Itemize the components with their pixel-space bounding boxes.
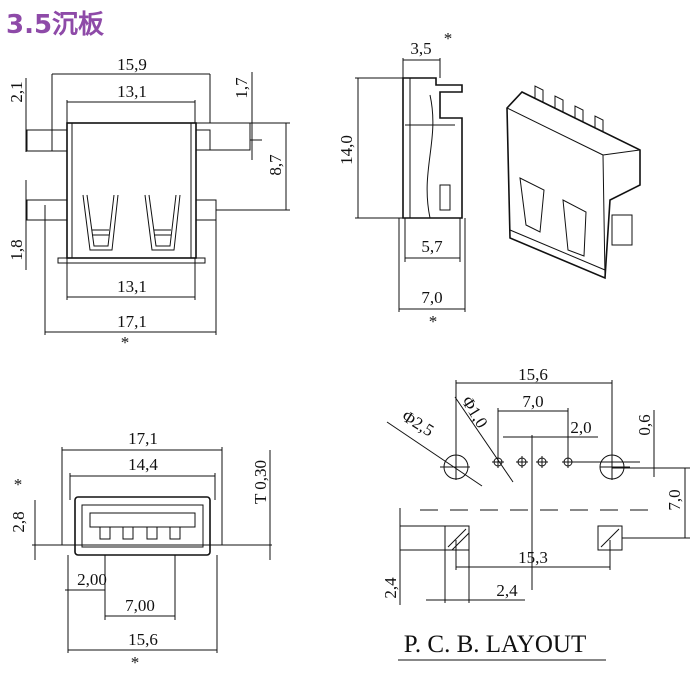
dim-7-00: 7,00 <box>125 596 155 615</box>
isometric-view <box>506 85 641 280</box>
dim-15-6: 15,6 <box>518 365 548 384</box>
dim-2-1: 2,1 <box>7 81 26 102</box>
critical-mark: * <box>429 312 438 331</box>
critical-mark: * <box>14 475 23 494</box>
dim-7-0: 7,0 <box>522 392 543 411</box>
dim-1-8: 1,8 <box>7 239 26 260</box>
dim-15-3: 15,3 <box>518 548 548 567</box>
dim-thickness: T 0,30 <box>251 460 270 504</box>
connector-body <box>66 122 197 259</box>
side-view: 3,5 * 14,0 5,7 7,0 * <box>337 29 466 331</box>
dim-13-1-bottom: 13,1 <box>117 277 147 296</box>
critical-mark: * <box>131 653 140 672</box>
tab <box>195 122 251 151</box>
pcb-layout-caption: P. C. B. LAYOUT <box>404 631 586 658</box>
tab <box>26 129 68 152</box>
dim-5-7: 5,7 <box>421 237 443 256</box>
dim-15-6: 15,6 <box>128 630 158 649</box>
dim-8-7: 8,7 <box>266 154 285 176</box>
critical-mark: * <box>444 29 453 48</box>
dim-1-7: 1,7 <box>232 77 251 99</box>
dim-3-5: 3,5 <box>410 39 431 58</box>
critical-mark: * <box>121 333 130 352</box>
dim-7-0-depth: 7,0 <box>665 489 684 510</box>
page-title: 3.5沉板 <box>6 10 105 40</box>
end-view: 17,1 14,4 * 2,8 T 0,30 2,00 7,00 15,6 * <box>9 429 272 672</box>
dim-17-1: 17,1 <box>128 429 158 448</box>
dim-2-4-height: 2,4 <box>381 577 400 599</box>
dim-14-0: 14,0 <box>337 135 356 165</box>
dim-7-0: 7,0 <box>421 288 442 307</box>
dim-2-00: 2,00 <box>77 570 107 589</box>
front-view: 15,9 13,1 13,1 17,1 * 2,1 1,8 1,7 8,7 <box>7 55 290 352</box>
dim-2-0: 2,0 <box>570 418 591 437</box>
dim-2-8: 2,8 <box>9 511 28 532</box>
pcb-layout: 15,6 7,0 2,0 Φ1,0 Φ2,5 0,6 7,0 15,3 2,4 … <box>381 365 690 661</box>
dim-13-1-top: 13,1 <box>117 82 147 101</box>
dim-0-6: 0,6 <box>635 414 654 435</box>
dim-14-4: 14,4 <box>128 455 158 474</box>
dim-hole-1-0: Φ1,0 <box>458 393 492 432</box>
dim-17-1: 17,1 <box>117 312 147 331</box>
dim-hole-2-5: Φ2,5 <box>399 406 438 440</box>
dim-2-4-width: 2,4 <box>496 581 518 600</box>
dim-15-9: 15,9 <box>117 55 147 74</box>
